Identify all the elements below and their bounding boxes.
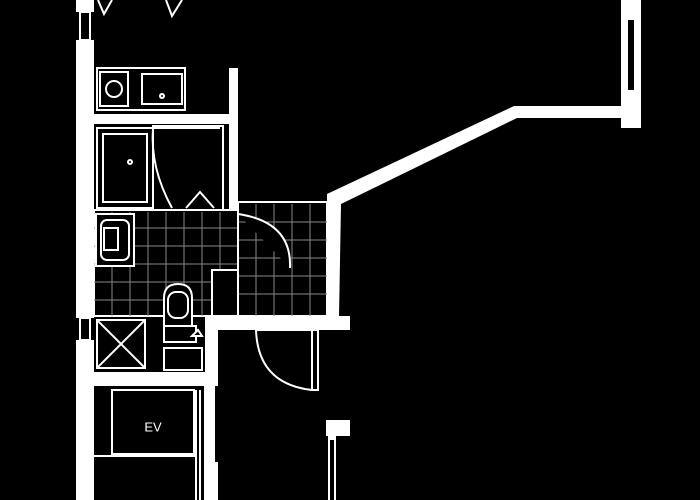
entrance-door-arc <box>255 329 313 391</box>
washing-machine-drum <box>105 80 123 98</box>
bathtub-inner <box>102 133 148 203</box>
elevator-label: EV <box>144 419 162 434</box>
wall-ev-right <box>204 386 215 500</box>
elevator <box>94 389 201 500</box>
wall-bath-bottom <box>94 372 218 386</box>
left-wall-window-upper <box>76 12 94 40</box>
vanity-basin <box>95 213 135 267</box>
toilet-sink <box>163 347 203 371</box>
interior-walls <box>94 68 350 500</box>
utility-sink <box>141 73 183 105</box>
wall-corridor-bottom <box>205 316 350 330</box>
column-pillar-cap <box>326 420 350 436</box>
column-pillar-slot <box>330 440 334 500</box>
washroom-door-arc <box>237 213 292 269</box>
exterior-walls <box>76 0 641 500</box>
entrance-floor <box>237 201 328 317</box>
top-opening <box>97 0 183 19</box>
laundry-area <box>96 67 186 111</box>
shower-space <box>96 319 146 369</box>
vanity-mirror-frame <box>103 227 119 251</box>
left-exterior-wall <box>76 0 94 500</box>
washing-machine <box>99 71 129 107</box>
bathtub-drain <box>127 159 133 165</box>
entrance-door-leaf <box>311 329 319 391</box>
left-wall-window-mid <box>76 318 94 340</box>
entrance-door <box>255 329 319 391</box>
toilet <box>163 282 204 371</box>
wall-laundry-top <box>94 114 232 124</box>
toilet-seat-inner <box>167 291 189 319</box>
wall-vertical-upper <box>229 68 238 216</box>
right-wall-window-slot <box>628 20 634 90</box>
left-wall-window-mid-frame <box>79 317 91 341</box>
top-window-right <box>165 0 183 19</box>
shoe-storage <box>211 269 239 317</box>
toilet-tank <box>163 325 197 343</box>
elevator-car <box>111 389 195 455</box>
laundry-counter <box>96 67 186 111</box>
column-pillar <box>326 420 350 500</box>
bathroom-vent <box>185 190 215 209</box>
paper-holder <box>189 328 204 337</box>
utility-sink-drain <box>159 93 165 99</box>
left-wall-window-upper-frame <box>79 11 91 41</box>
top-window-left <box>97 0 113 17</box>
lower-wall-stub <box>204 462 218 500</box>
wall-toilet-right <box>205 316 218 386</box>
